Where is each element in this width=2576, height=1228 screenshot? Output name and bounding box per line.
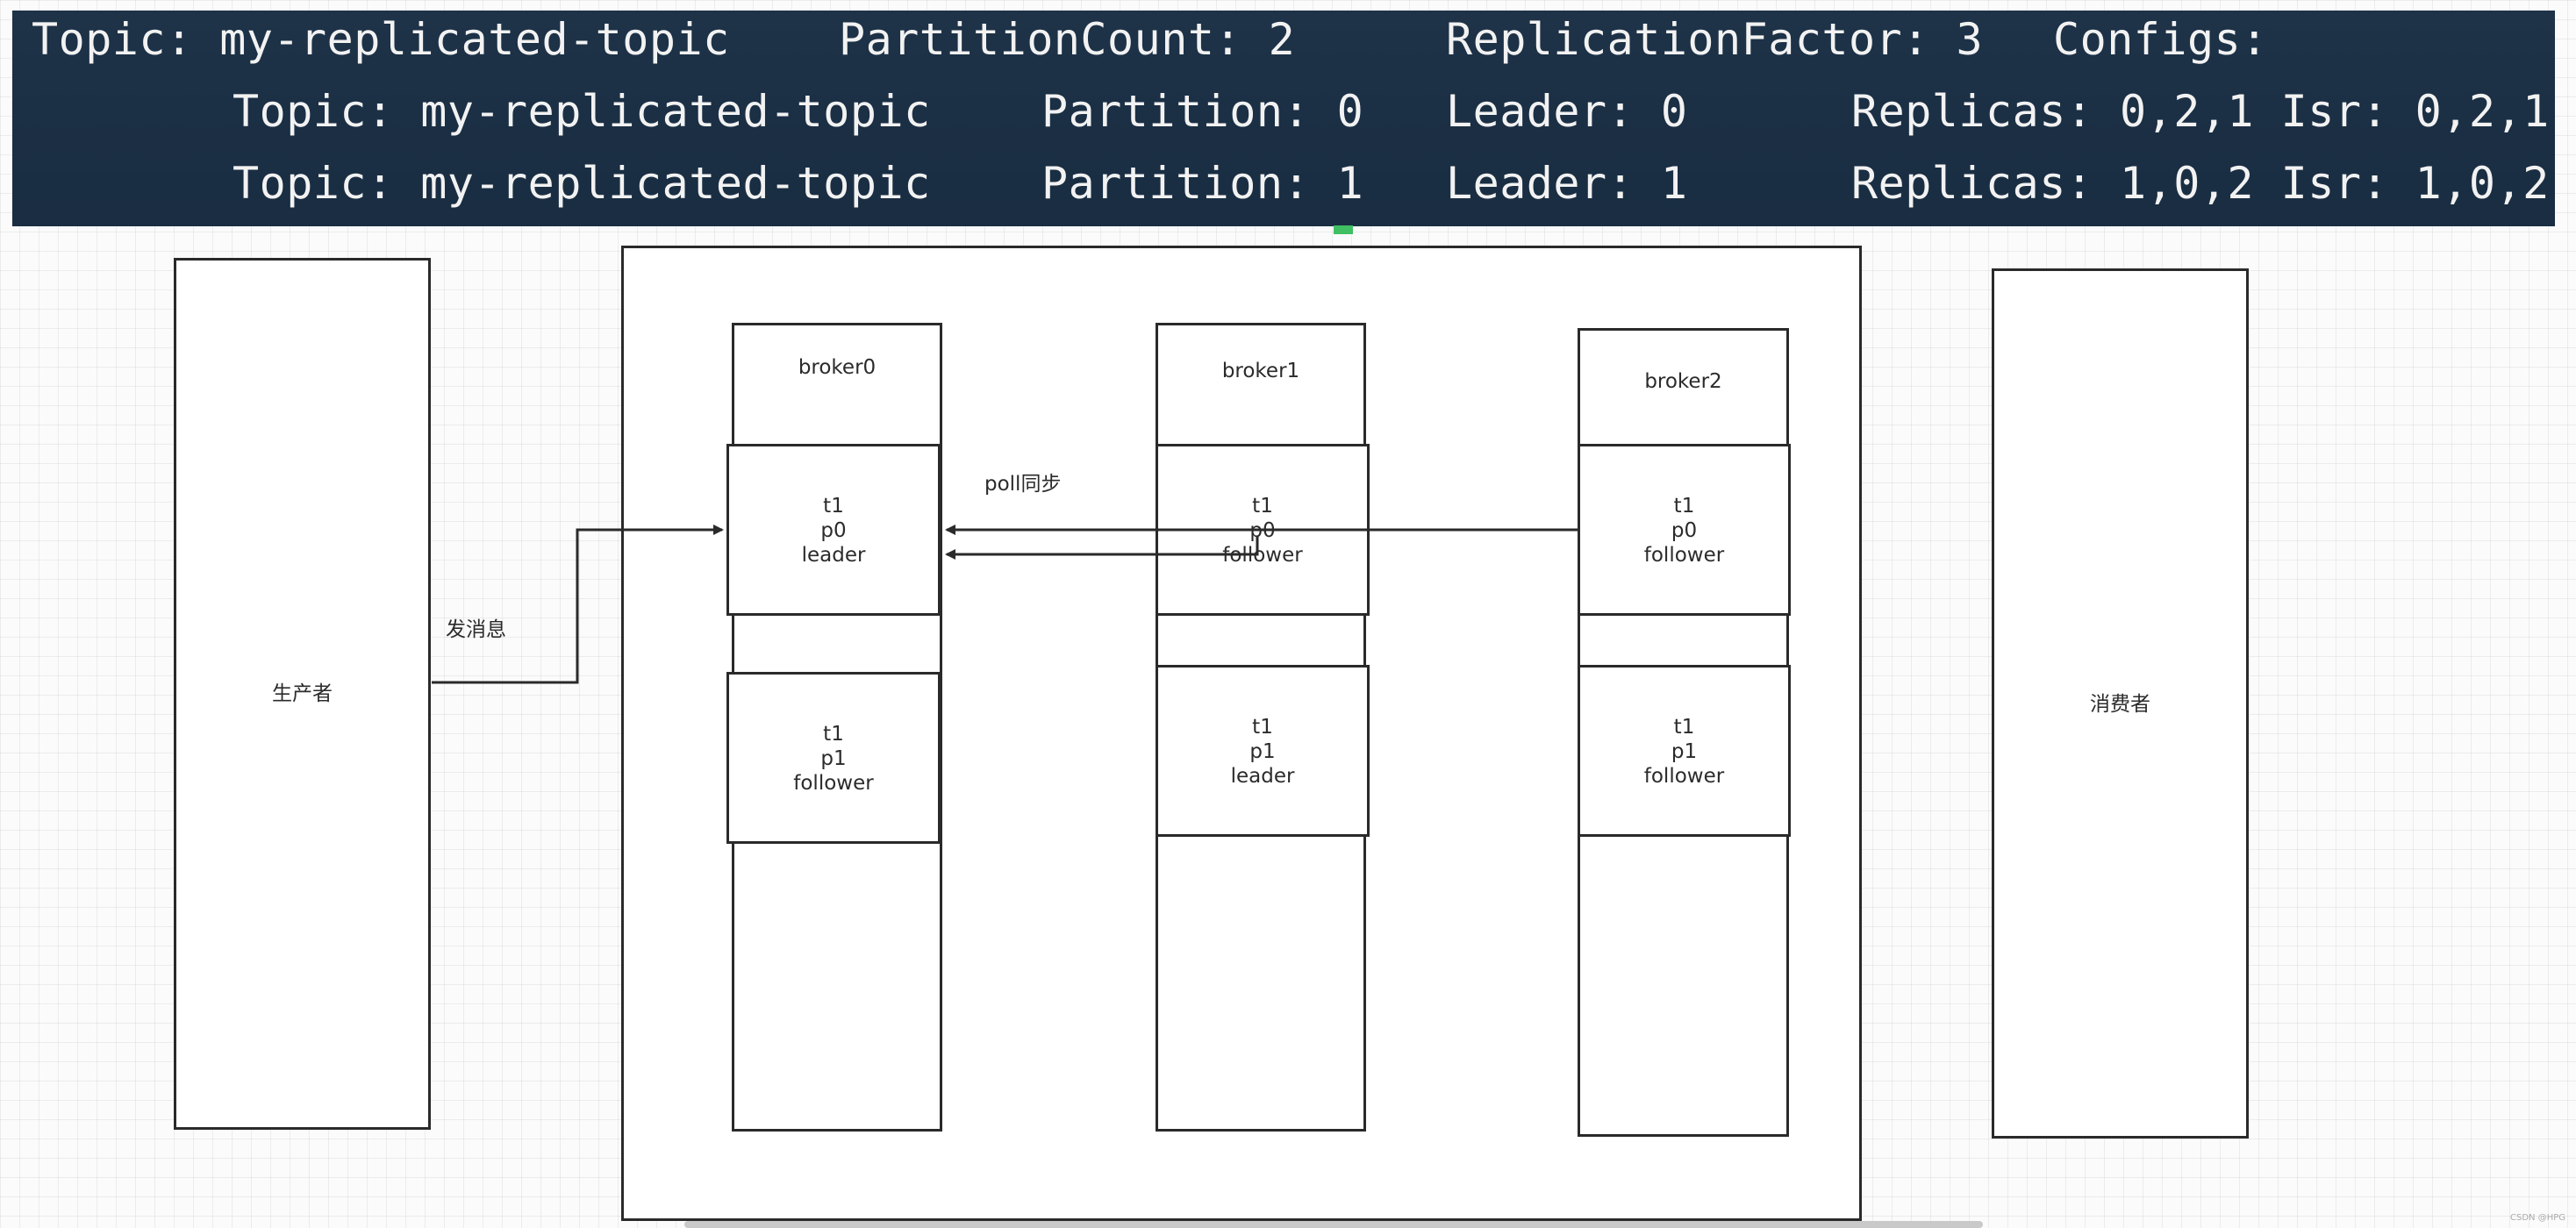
terminal-topic-summary: Topic: my-replicated-topic <box>32 14 730 65</box>
partition-label: t1 p0 follower <box>1643 495 1725 567</box>
broker2-label: broker2 <box>1644 370 1722 393</box>
terminal-row-replicas-isr: Replicas: 1,0,2 Isr: 1,0,2 <box>1851 158 2550 209</box>
terminal-partition-count: PartitionCount: 2 <box>839 14 1296 65</box>
send-message-label: 发消息 <box>446 618 506 641</box>
terminal-row-leader: Leader: 1 <box>1446 158 1688 209</box>
partition-label: t1 p0 leader <box>801 495 866 567</box>
broker1-p1-leader-box[interactable]: t1 p1 leader <box>1156 665 1370 837</box>
terminal-row-topic: Topic: my-replicated-topic <box>233 86 931 137</box>
broker0-p0-leader-box[interactable]: t1 p0 leader <box>726 444 941 616</box>
terminal-cursor <box>1334 225 1353 234</box>
producer-box[interactable]: 生产者 <box>174 258 431 1130</box>
broker0-p1-follower-box[interactable]: t1 p1 follower <box>726 672 941 844</box>
partition-label: t1 p0 follower <box>1222 495 1303 567</box>
terminal-row-partition: Partition: 1 <box>1041 158 1364 209</box>
horizontal-scrollbar[interactable] <box>684 1221 1983 1228</box>
broker0-label: broker0 <box>798 356 877 379</box>
partition-label: t1 p1 follower <box>1643 716 1725 788</box>
partition-label: t1 p1 leader <box>1230 716 1295 788</box>
broker2-p1-follower-box[interactable]: t1 p1 follower <box>1578 665 1791 837</box>
terminal-row-partition: Partition: 0 <box>1041 86 1364 137</box>
consumer-box[interactable]: 消费者 <box>1992 268 2249 1139</box>
broker1-label: broker1 <box>1221 360 1300 382</box>
terminal-row-replicas-isr: Replicas: 0,2,1 Isr: 0,2,1 <box>1851 86 2550 137</box>
terminal-replication-factor: ReplicationFactor: 3 <box>1446 14 1984 65</box>
terminal-row-topic: Topic: my-replicated-topic <box>233 158 931 209</box>
broker2-p0-follower-box[interactable]: t1 p0 follower <box>1578 444 1791 616</box>
terminal-configs: Configs: <box>2053 14 2268 65</box>
consumer-label: 消费者 <box>2090 693 2150 716</box>
producer-label: 生产者 <box>272 682 333 705</box>
broker1-p0-follower-box[interactable]: t1 p0 follower <box>1156 444 1370 616</box>
poll-sync-label: poll同步 <box>984 473 1062 496</box>
terminal-output: Topic: my-replicated-topic PartitionCoun… <box>12 11 2555 234</box>
partition-label: t1 p1 follower <box>793 723 874 795</box>
watermark: CSDN @HPG <box>2510 1213 2565 1223</box>
terminal-row-leader: Leader: 0 <box>1446 86 1688 137</box>
